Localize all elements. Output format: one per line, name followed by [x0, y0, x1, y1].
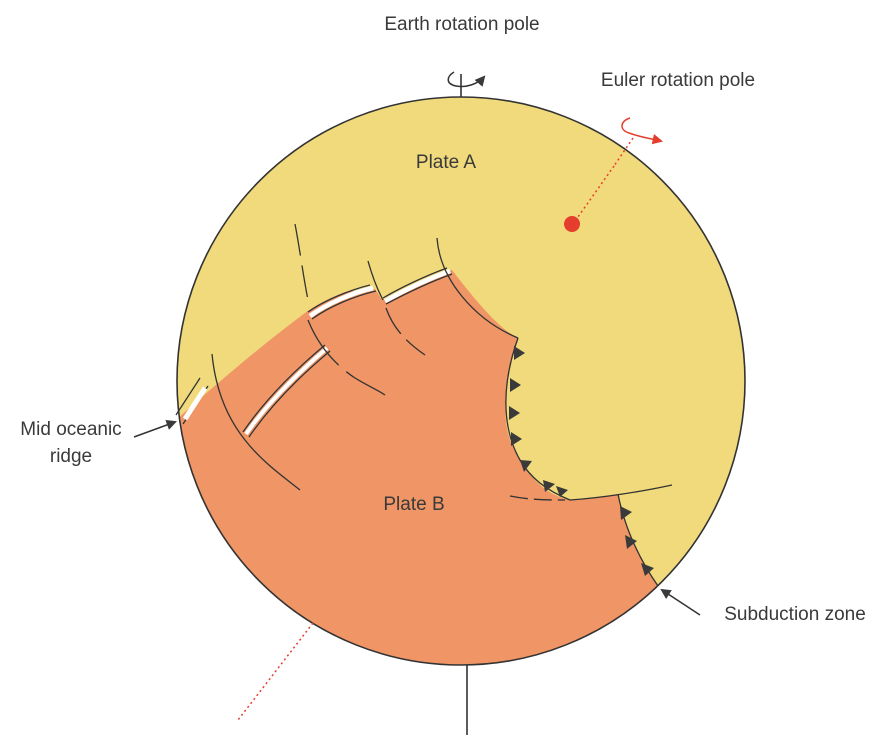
subduction-teeth — [509, 346, 654, 576]
euler-axis-inside — [572, 165, 615, 225]
euler-axis-outside-top — [613, 137, 634, 167]
euler-pole-dot — [564, 216, 580, 232]
plate-a-label: Plate A — [416, 152, 477, 173]
subduction-label: Subduction zone — [724, 604, 866, 625]
euler-rotation-arrow-icon — [621, 117, 664, 145]
globe-outline — [176, 96, 746, 666]
ridge-label-line2: ridge — [50, 446, 92, 467]
subduction-leader-arrow-icon — [660, 588, 701, 616]
earth-pole-label: Earth rotation pole — [384, 14, 539, 35]
ridge-segments — [175, 267, 453, 438]
plate-b-label: Plate B — [383, 494, 444, 515]
ridge-label-line1: Mid oceanic — [20, 419, 121, 440]
fracture-zones — [211, 223, 673, 587]
ridge-leader-arrow-icon — [133, 419, 177, 438]
euler-pole-label: Euler rotation pole — [601, 70, 755, 91]
euler-axis-outside-bottom — [237, 622, 314, 721]
earth-rotation-arrow-icon — [447, 71, 486, 88]
